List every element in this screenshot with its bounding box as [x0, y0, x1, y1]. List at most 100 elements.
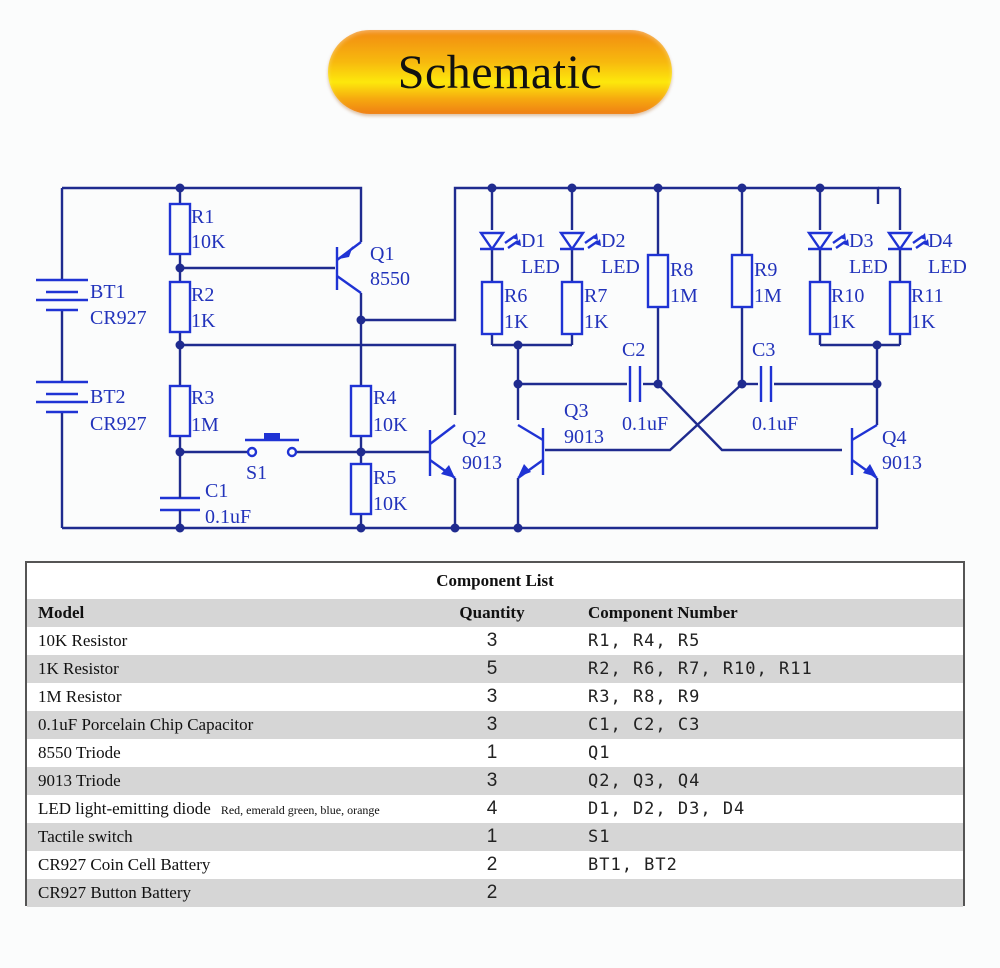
- led-d1: D1 LED: [478, 230, 560, 278]
- table-row: 9013 Triode 3 Q2, Q3, Q4: [27, 767, 963, 795]
- r10-value: 1K: [831, 311, 856, 333]
- transistor-q1: Q1 8550: [335, 241, 410, 294]
- table-row: CR927 Coin Cell Battery 2 BT1, BT2: [27, 851, 963, 879]
- tactile-switch-s1: S1: [245, 433, 299, 484]
- cell-component-number: R2, R6, R7, R10, R11: [588, 659, 813, 679]
- r1-ref: R1: [191, 206, 214, 228]
- r5-value: 10K: [373, 493, 408, 515]
- r3-value: 1M: [191, 414, 219, 436]
- r2-ref: R2: [191, 284, 214, 306]
- resistor-r9: R9 1M: [730, 253, 782, 309]
- r6-ref: R6: [504, 285, 527, 307]
- led-d2: D2 LED: [558, 230, 640, 278]
- model-name: 1M Resistor: [38, 687, 122, 706]
- q2-value: 9013: [462, 452, 502, 474]
- r11-ref: R11: [911, 285, 944, 307]
- r8-value: 1M: [670, 285, 698, 307]
- c3-ref: C3: [752, 339, 775, 361]
- r9-value: 1M: [754, 285, 782, 307]
- cell-model: 1M Resistor: [27, 683, 438, 711]
- battery-bt2: BT2 CR927: [36, 380, 147, 435]
- transistor-q3: Q3 9013: [517, 400, 604, 479]
- wires-right: [490, 186, 902, 528]
- capacitor-c1: C1 0.1uF: [160, 480, 251, 528]
- cell-component-number: Q1: [588, 743, 611, 763]
- cell-model: Tactile switch: [27, 823, 438, 851]
- component-list-title: Component List: [436, 571, 554, 590]
- transistor-q2: Q2 9013: [428, 424, 502, 479]
- resistor-r6: R6 1K: [480, 280, 529, 336]
- cell-quantity: 2: [486, 882, 498, 903]
- c1-ref: C1: [205, 480, 228, 502]
- c3-value: 0.1uF: [752, 413, 798, 435]
- r9-ref: R9: [754, 259, 777, 281]
- resistor-r5: R5 10K: [349, 462, 408, 516]
- r6-value: 1K: [504, 311, 529, 333]
- resistor-r7: R7 1K: [560, 280, 609, 336]
- cell-component-number: D1, D2, D3, D4: [588, 799, 746, 819]
- capacitor-c2: C2 0.1uF: [622, 339, 668, 435]
- d4-value: LED: [928, 256, 967, 278]
- resistor-r8: R8 1M: [646, 253, 698, 309]
- r3-ref: R3: [191, 387, 214, 409]
- schematic-title-banner: Schematic: [328, 30, 672, 114]
- resistor-r11: R11 1K: [888, 280, 944, 336]
- bt2-value: CR927: [90, 413, 147, 435]
- q2-ref: Q2: [462, 427, 486, 449]
- model-name: Tactile switch: [38, 827, 133, 846]
- transistor-q4: Q4 9013: [850, 423, 922, 479]
- junction-dots: [175, 183, 882, 533]
- q4-ref: Q4: [882, 427, 906, 449]
- cell-component-number: S1: [588, 827, 611, 847]
- cell-quantity: 3: [486, 770, 498, 791]
- cell-model: 0.1uF Porcelain Chip Capacitor: [27, 711, 438, 739]
- bt1-value: CR927: [90, 307, 147, 329]
- q1-value: 8550: [370, 268, 410, 290]
- q3-value: 9013: [564, 426, 604, 448]
- r4-value: 10K: [373, 414, 408, 436]
- cell-component-number: Q2, Q3, Q4: [588, 771, 701, 791]
- component-list-table: Component List Model Quantity Component …: [25, 561, 965, 907]
- cell-component-number: BT1, BT2: [588, 855, 678, 875]
- q3-ref: Q3: [564, 400, 588, 422]
- model-name: 0.1uF Porcelain Chip Capacitor: [38, 715, 254, 734]
- cell-quantity: 5: [486, 658, 498, 679]
- cell-model: 1K Resistor: [27, 655, 438, 683]
- cell-quantity: 2: [486, 854, 498, 875]
- model-name: 9013 Triode: [38, 771, 121, 790]
- d1-ref: D1: [521, 230, 545, 252]
- d1-value: LED: [521, 256, 560, 278]
- r4-ref: R4: [373, 387, 396, 409]
- table-header-row: Model Quantity Component Number: [27, 599, 963, 627]
- c2-ref: C2: [622, 339, 645, 361]
- r1-value: 10K: [191, 231, 226, 253]
- model-name: 10K Resistor: [38, 631, 128, 650]
- resistor-r10: R10 1K: [808, 280, 864, 336]
- led-d4: D4 LED: [886, 230, 967, 278]
- resistor-r3: R3 1M: [168, 384, 219, 438]
- d3-ref: D3: [849, 230, 873, 252]
- cell-component-number: R3, R8, R9: [588, 687, 701, 707]
- model-note: Red, emerald green, blue, orange: [220, 803, 380, 817]
- s1-ref: S1: [246, 462, 267, 484]
- cell-component-number: R1, R4, R5: [588, 631, 701, 651]
- column-header-quantity: Quantity: [459, 603, 525, 622]
- r5-ref: R5: [373, 467, 396, 489]
- column-header-model: Model: [38, 603, 85, 622]
- table-row: CR927 Button Battery 2: [27, 879, 963, 907]
- cell-model: CR927 Coin Cell Battery: [27, 851, 438, 879]
- resistor-r2: R2 1K: [168, 280, 216, 334]
- table-row: 1K Resistor 5 R2, R6, R7, R10, R11: [27, 655, 963, 683]
- model-name: CR927 Button Battery: [38, 883, 191, 902]
- model-name: 1K Resistor: [38, 659, 119, 678]
- cell-model: 8550 Triode: [27, 739, 438, 767]
- led-d3: D3 LED: [806, 230, 888, 278]
- cell-quantity: 4: [486, 798, 498, 819]
- resistor-r1: R1 10K: [168, 202, 226, 256]
- cell-quantity: 3: [486, 686, 498, 707]
